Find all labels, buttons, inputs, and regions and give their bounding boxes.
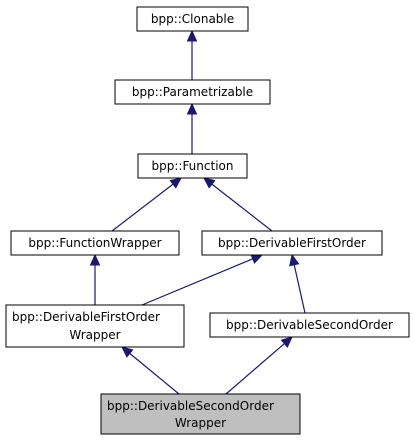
node-derivable-first-order-wrapper-line1: bpp::DerivableFirstOrder: [12, 310, 160, 324]
edge-function-wrapper-to-function: [111, 177, 182, 232]
edge-arrowhead: [250, 254, 264, 264]
edge-arrowhead: [186, 102, 198, 115]
edge-derivable-second-order-to-derivable-first-order: [289, 253, 306, 314]
node-derivable-first-order-wrapper-line2: Wrapper: [69, 328, 120, 342]
edge-parametrizable-to-clonable: [186, 29, 198, 80]
edge-derivable-first-order-wrapper-to-function-wrapper: [89, 253, 101, 305]
edge-line: [129, 352, 180, 395]
edge-derivable-first-order-wrapper-to-derivable-first-order: [141, 254, 264, 306]
edge-arrowhead: [280, 336, 293, 348]
edge-function-to-parametrizable: [186, 102, 198, 154]
node-parametrizable-label: bpp::Parametrizable: [132, 85, 253, 99]
edge-arrowhead: [89, 253, 101, 266]
edge-line: [141, 258, 253, 306]
edge-arrowhead: [289, 253, 300, 267]
edge-arrowhead: [169, 177, 182, 189]
node-derivable-second-order-wrapper-line1: bpp::DerivableSecondOrder: [107, 399, 274, 413]
node-derivable-second-order-wrapper-line2: Wrapper: [175, 416, 226, 430]
edge-arrowhead: [186, 29, 198, 42]
node-derivable-second-order-wrapper[interactable]: bpp::DerivableSecondOrder Wrapper: [100, 393, 301, 435]
node-derivable-first-order[interactable]: bpp::DerivableFirstOrder: [201, 230, 383, 256]
node-parametrizable[interactable]: bpp::Parametrizable: [114, 79, 271, 105]
node-function-label: bpp::Function: [152, 159, 234, 173]
node-derivable-second-order-label: bpp::DerivableSecondOrder: [226, 318, 393, 332]
edge-line: [211, 183, 273, 232]
node-function-wrapper-label: bpp::FunctionWrapper: [28, 236, 161, 250]
edge-arrowhead: [203, 177, 216, 189]
edge-derivable-second-order-wrapper-to-derivable-second-order: [225, 336, 293, 395]
node-clonable-label: bpp::Clonable: [151, 12, 234, 26]
edges-layer: [89, 29, 306, 395]
node-function[interactable]: bpp::Function: [137, 153, 248, 179]
edge-derivable-first-order-to-function: [203, 177, 273, 232]
edge-line: [111, 183, 174, 232]
node-derivable-first-order-label: bpp::DerivableFirstOrder: [218, 236, 366, 250]
edge-line: [293, 264, 306, 314]
node-clonable[interactable]: bpp::Clonable: [136, 6, 249, 32]
edge-derivable-second-order-wrapper-to-derivable-first-order-wrapper: [121, 346, 180, 395]
node-function-wrapper[interactable]: bpp::FunctionWrapper: [10, 230, 180, 256]
node-derivable-first-order-wrapper[interactable]: bpp::DerivableFirstOrder Wrapper: [5, 304, 185, 348]
edge-line: [225, 343, 285, 395]
node-derivable-second-order[interactable]: bpp::DerivableSecondOrder: [209, 312, 410, 338]
edge-arrowhead: [121, 346, 134, 358]
